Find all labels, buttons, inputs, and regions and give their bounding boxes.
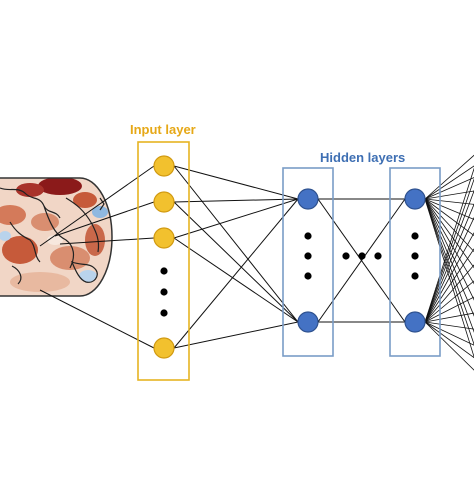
input-node: [153, 155, 175, 177]
edge-hidden-to-output: [424, 198, 474, 253]
edge-hidden-to-output: [424, 167, 474, 323]
edge-hidden-to-output: [424, 296, 474, 323]
edge-hidden-to-output: [424, 203, 474, 323]
edge-hidden-to-output: [424, 321, 474, 371]
edge-hidden-to-output: [424, 321, 474, 330]
edge-input-to-hidden: [173, 198, 299, 239]
edge-hidden-to-output: [424, 321, 474, 359]
edge-hidden-to-output: [424, 321, 474, 346]
hidden-node: [404, 311, 426, 333]
edge-hidden-to-output: [424, 198, 474, 220]
input-layer-label: Input layer: [130, 122, 196, 137]
input-layer-box: [137, 141, 190, 381]
network-nodes: [153, 155, 426, 359]
ellipsis-dot: [374, 252, 382, 260]
edge-hidden-to-output: [424, 177, 474, 200]
connection-edges: [39, 154, 474, 371]
ellipsis-dot: [160, 309, 168, 317]
edge-input-to-hidden: [173, 165, 299, 200]
ellipsis-dot: [304, 272, 312, 280]
edge-input-to-hidden: [173, 321, 299, 349]
edge-globe-to-input: [39, 165, 155, 247]
globe-map-icon: [0, 177, 113, 297]
edge-hidden-to-output: [424, 280, 474, 323]
ellipsis-dot: [358, 252, 366, 260]
edge-input-to-hidden: [173, 198, 299, 349]
edge-hidden-to-output: [424, 312, 474, 323]
edge-hidden-to-output: [424, 198, 474, 317]
ellipsis-dot: [160, 288, 168, 296]
edge-hidden-to-output: [424, 198, 474, 333]
ellipsis-dot: [342, 252, 350, 260]
input-node: [153, 191, 175, 213]
edge-hidden-to-output: [424, 198, 474, 205]
edge-hidden-to-output: [424, 232, 474, 323]
edge-hidden-to-output: [424, 189, 474, 323]
edge-hidden-to-output: [424, 178, 474, 323]
edge-hidden-to-output: [424, 198, 474, 359]
hidden-layers-label: Hidden layers: [320, 150, 406, 165]
hidden-node: [297, 188, 319, 210]
ellipsis-dot: [160, 267, 168, 275]
hidden-node: [404, 188, 426, 210]
ellipsis-dot: [411, 252, 419, 260]
edge-hidden-to-output: [424, 190, 474, 200]
hidden-layer-2-box: [389, 167, 441, 357]
edge-input-to-hidden: [173, 201, 299, 323]
hidden-layer-1-box: [282, 167, 334, 357]
edge-hidden-to-output: [424, 165, 474, 200]
edge-hidden-to-output: [424, 198, 474, 237]
edge-hidden-to-output: [424, 264, 474, 323]
edge-hidden-to-output: [424, 248, 474, 323]
ellipsis-dot: [304, 252, 312, 260]
hidden-node: [297, 311, 319, 333]
edge-hidden-to-output: [424, 154, 474, 200]
ellipsis-dot: [304, 232, 312, 240]
input-node: [153, 227, 175, 249]
edge-hidden-to-output: [424, 216, 474, 323]
edge-hidden-to-output: [424, 198, 474, 269]
edge-hidden-to-output: [424, 198, 474, 285]
ellipsis-dot: [411, 232, 419, 240]
input-node: [153, 337, 175, 359]
edge-input-to-hidden: [173, 198, 299, 203]
edge-input-to-hidden: [173, 165, 299, 323]
ellipsis-dot: [411, 272, 419, 280]
edge-globe-to-input: [39, 289, 155, 349]
edge-input-to-hidden: [173, 237, 299, 323]
